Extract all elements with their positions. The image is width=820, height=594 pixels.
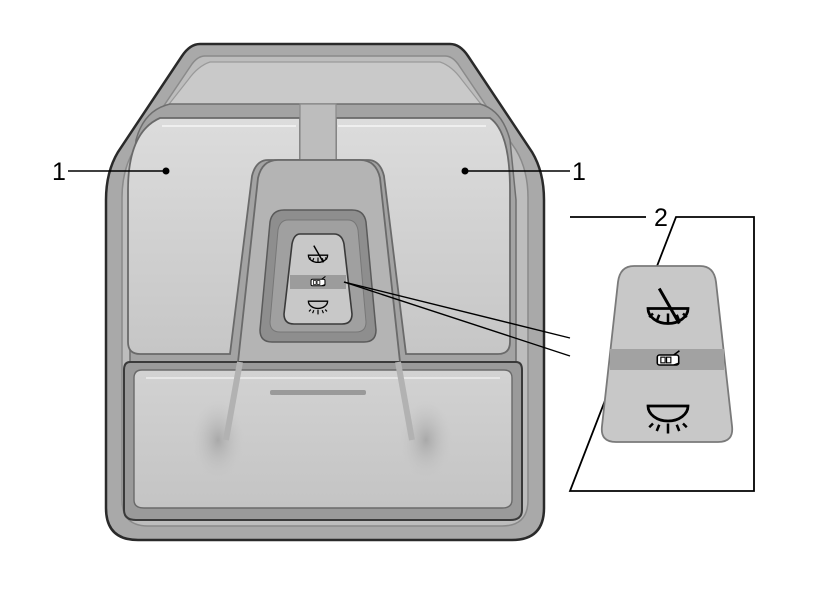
left-lens[interactable] [127,117,301,355]
tray-ridge-right [395,361,415,441]
right-lens[interactable] [335,117,511,355]
callout-label-right: 1 [572,158,586,186]
callout-left-lens: 1 [52,158,170,186]
tray-hollow-left [192,400,244,480]
tray-grip-slot [270,390,366,395]
light-console [104,42,546,542]
tray-hollow-right [400,400,452,480]
switch-enlarged[interactable] [600,265,734,443]
callout-right-lens: 1 [461,158,586,186]
callout-label-detail: 2 [654,204,668,232]
center-divider [299,103,337,161]
detail-leader-lines [343,281,571,357]
callout-label-left: 1 [52,158,66,186]
tray-ridge-left [223,361,243,441]
console-top-strip [164,61,486,109]
switch-small[interactable] [283,233,353,325]
